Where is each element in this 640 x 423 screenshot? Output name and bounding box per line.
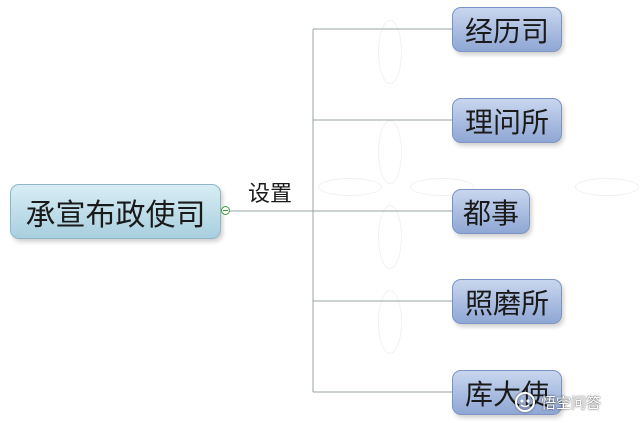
edge-label: 设置	[248, 182, 293, 207]
child-node-label: 经历司	[464, 14, 549, 48]
wukong-logo-icon	[515, 392, 535, 412]
root-node-label: 承宣布政使司	[25, 197, 206, 233]
background-oval	[318, 178, 382, 196]
background-oval	[378, 20, 402, 84]
child-node-2[interactable]: 理问所	[452, 98, 562, 143]
child-node-label: 理问所	[464, 105, 549, 139]
child-node-label: 都事	[462, 196, 519, 230]
background-oval	[575, 178, 639, 196]
watermark: 悟空问答	[514, 391, 601, 413]
child-node-3[interactable]: 都事	[452, 189, 530, 234]
child-node-4[interactable]: 照磨所	[452, 279, 562, 324]
child-node-label: 库大使	[464, 377, 549, 411]
background-oval	[410, 178, 474, 196]
background-oval	[378, 290, 402, 354]
root-node[interactable]: 承宣布政使司	[10, 184, 221, 239]
child-node-1[interactable]: 经历司	[452, 7, 562, 52]
collapse-toggle-icon[interactable]	[221, 206, 230, 215]
child-node-label: 照磨所	[464, 286, 549, 320]
background-oval	[378, 205, 402, 269]
child-node-5[interactable]: 库大使	[452, 370, 562, 415]
watermark-text: 悟空问答	[541, 393, 602, 412]
